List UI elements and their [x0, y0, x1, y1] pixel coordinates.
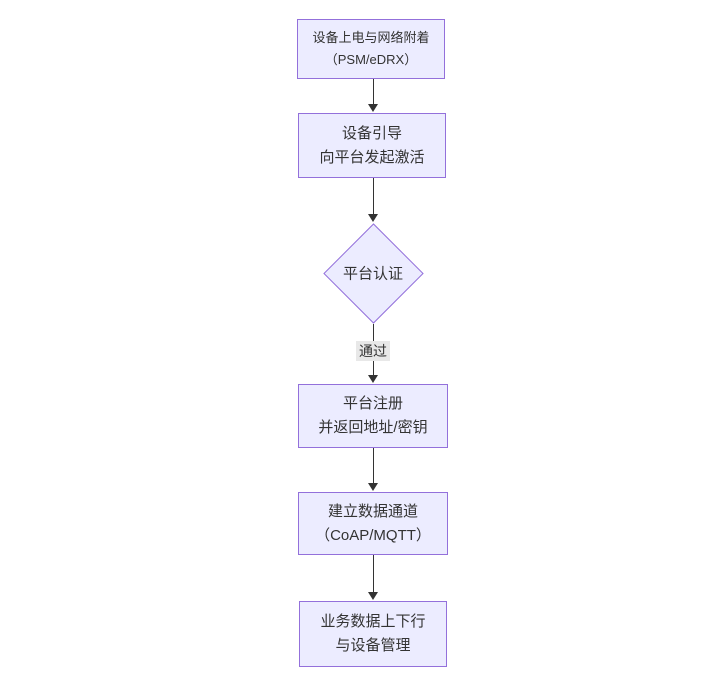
node-text: 设备上电与网络附着: [312, 29, 430, 45]
arrowhead-icon: [368, 592, 378, 600]
edge-line: [372, 79, 374, 105]
node-text: （PSM/eDRX）: [324, 52, 418, 67]
edge-line: [372, 555, 374, 593]
node-text: 与设备管理: [335, 637, 411, 654]
node-text: 业务数据上下行: [320, 613, 426, 630]
arrowhead-icon: [368, 483, 378, 491]
edge-line: [372, 178, 374, 215]
arrowhead-icon: [368, 214, 378, 222]
node-text: 平台注册: [342, 395, 403, 412]
node-text: 设备引导: [341, 124, 402, 142]
arrowhead-icon: [368, 104, 378, 112]
node-business: 业务数据上下行 与设备管理: [299, 601, 447, 667]
edge-line: [372, 448, 374, 484]
node-text: 建立数据通道: [327, 502, 418, 520]
arrowhead-icon: [368, 375, 378, 383]
node-data-channel: 建立数据通道 （CoAP/MQTT）: [298, 492, 448, 555]
node-text: （CoAP/MQTT）: [315, 526, 431, 544]
node-text: 向平台发起激活: [319, 148, 425, 166]
node-bootstrap: 设备引导 向平台发起激活: [298, 113, 446, 178]
edge-label-pass: 通过: [356, 341, 390, 361]
node-text: 并返回地址/密钥: [318, 419, 428, 436]
node-text: 平台认证: [342, 265, 404, 283]
node-power-attach: 设备上电与网络附着 （PSM/eDRX）: [297, 19, 445, 79]
node-register: 平台注册 并返回地址/密钥: [298, 384, 448, 448]
node-platform-auth: 平台认证: [322, 222, 424, 324]
